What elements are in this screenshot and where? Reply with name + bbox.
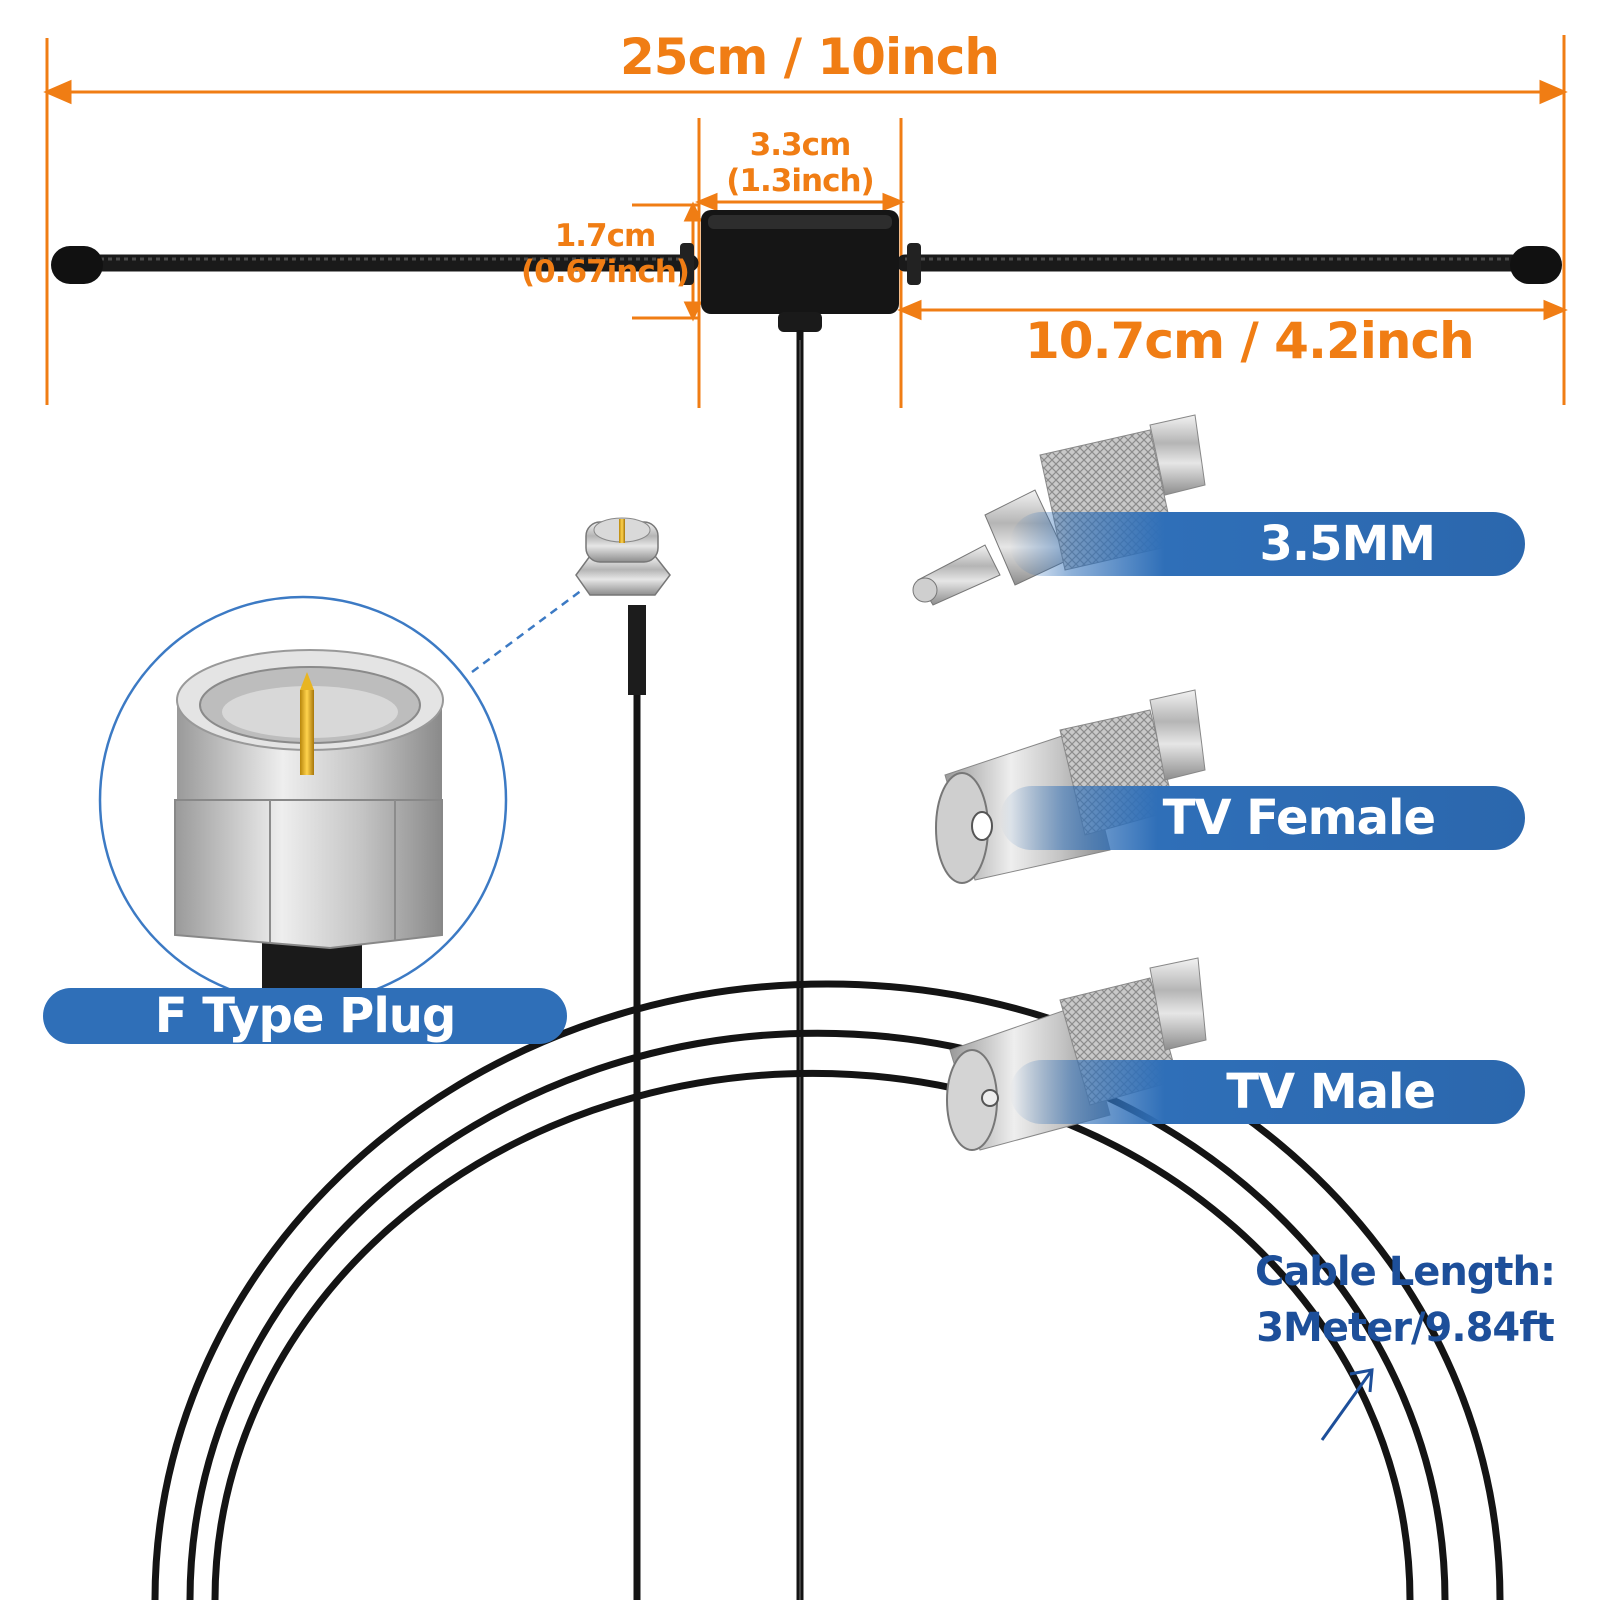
box-height-cm: 1.7cm (554, 218, 657, 254)
f-type-plug-small (575, 517, 671, 695)
dimension-lines (43, 35, 1568, 408)
adapter-3-5mm (912, 414, 1206, 606)
cable-arrow-icon (1320, 1368, 1374, 1441)
adapter-tv-male-label: TV Male (1010, 1060, 1525, 1124)
box-width-label: 3.3cm (1.3inch) (720, 127, 880, 199)
adapter-3-5mm-label: 3.5MM (1010, 512, 1525, 576)
cable-length-title: Cable Length: (1254, 1249, 1556, 1295)
cable-length-note: Cable Length: 3Meter/9.84ft (1240, 1244, 1570, 1356)
box-width-inch: (1.3inch) (726, 163, 874, 199)
coaxial-cable (151, 330, 1504, 1600)
box-height-inch: (0.67inch) (521, 254, 690, 290)
cable-length-value: 3Meter/9.84ft (1256, 1305, 1555, 1351)
dipole-antenna (51, 210, 1562, 332)
adapter-tv-female-label: TV Female (1000, 786, 1525, 850)
box-height-label: 1.7cm (0.67inch) (515, 218, 695, 290)
f-type-plug-label: F Type Plug (43, 988, 567, 1044)
arm-length-label: 10.7cm / 4.2inch (1025, 312, 1475, 370)
box-width-cm: 3.3cm (749, 127, 852, 163)
total-length-label: 25cm / 10inch (620, 28, 1000, 86)
f-plug-zoom-circle (98, 595, 508, 1005)
